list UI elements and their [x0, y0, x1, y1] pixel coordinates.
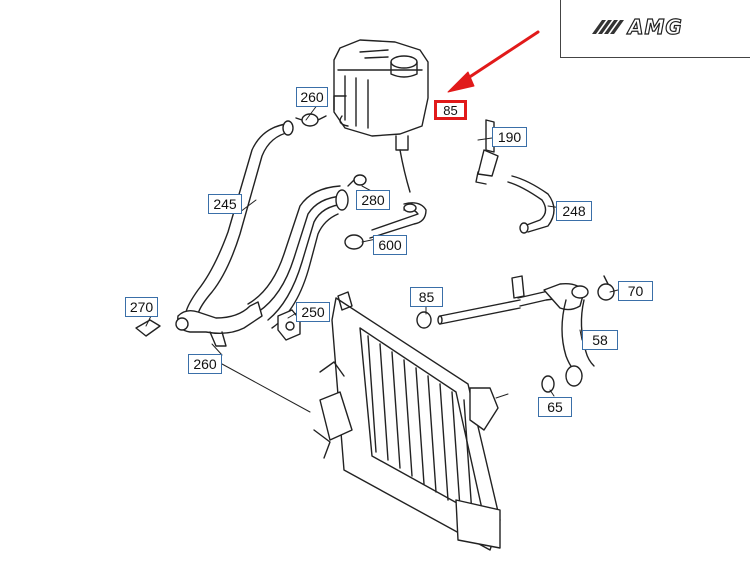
- clamp-260-top: [295, 113, 327, 127]
- lower-fitting: [135, 301, 263, 347]
- hose-600: [344, 202, 427, 250]
- hose-248: [507, 175, 555, 234]
- radiator: [313, 291, 501, 551]
- expansion-tank: [333, 39, 429, 151]
- callout-85-highlighted[interactable]: 85: [434, 100, 467, 120]
- callout-260-top[interactable]: 260: [296, 87, 328, 107]
- callout-85-mid[interactable]: 85: [410, 287, 443, 307]
- callout-245[interactable]: 245: [208, 194, 242, 214]
- callout-190[interactable]: 190: [492, 127, 527, 147]
- callout-280[interactable]: 280: [356, 190, 390, 210]
- clamp-250: [277, 309, 301, 341]
- oring-65: [541, 375, 555, 393]
- clamp-70: [597, 275, 615, 301]
- logo-frame: [560, 0, 750, 58]
- callout-248[interactable]: 248: [556, 201, 592, 221]
- callout-70[interactable]: 70: [618, 281, 653, 301]
- pointer-arrow: [447, 30, 540, 93]
- callout-600[interactable]: 600: [373, 235, 407, 255]
- callout-58[interactable]: 58: [582, 330, 618, 350]
- callout-260-bottom[interactable]: 260: [188, 354, 222, 374]
- leader: [399, 149, 411, 193]
- clamp-280: [347, 174, 367, 187]
- hose-58: [561, 285, 595, 387]
- hose-245: [185, 120, 294, 315]
- callout-250[interactable]: 250: [296, 302, 330, 322]
- callout-270[interactable]: 270: [125, 297, 158, 317]
- callout-65[interactable]: 65: [538, 397, 572, 417]
